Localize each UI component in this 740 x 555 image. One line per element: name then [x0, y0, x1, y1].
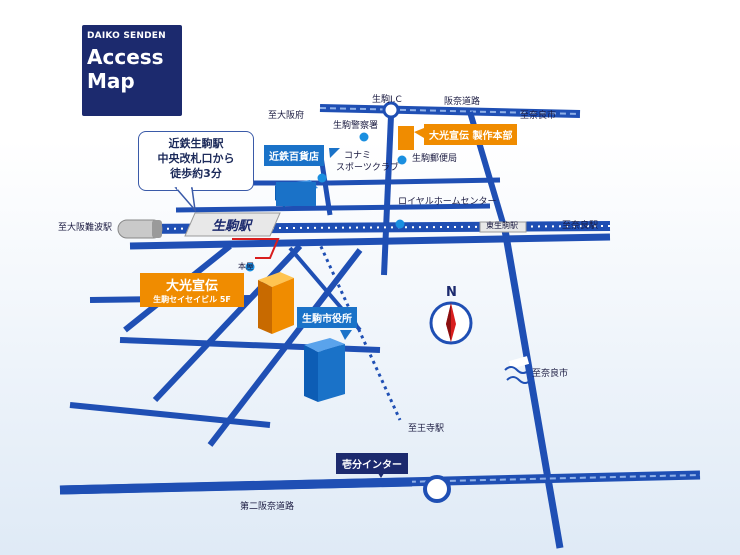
road-main-horizontal [129, 233, 611, 250]
label-daini-hannara: 第二阪奈道路 [240, 502, 295, 512]
ichibu-ic-sign: 壱分インター [336, 453, 408, 474]
ikoma-station-platform [184, 212, 281, 237]
label-to-osaka-namba: 至大阪難波駅 [58, 223, 113, 233]
landmark-dot-icon [245, 132, 407, 272]
daiko-main-sign: 大光宣伝 生駒セイセイビル 5F [140, 273, 244, 307]
higashi-ikoma-platform [479, 221, 527, 233]
label-hannara-road: 阪奈道路 [444, 97, 481, 107]
ikoma-station-label: 生駒駅 [212, 219, 252, 234]
label-north: N [446, 285, 457, 300]
title-map: Map [87, 69, 135, 93]
label-higashi-ikoma: 東生駒駅 [486, 221, 518, 230]
ic-interchange-icon [423, 475, 451, 503]
daiko-hq-sign: 大光宣伝 製作本部 [424, 124, 518, 145]
label-ikoma-ic: 生駒I.C [372, 95, 402, 105]
city-hall-building [304, 338, 345, 402]
callout-line-1: 近鉄生駒駅 [168, 137, 224, 150]
label-honten: 本屋 [238, 262, 254, 271]
label-to-oji: 至王寺駅 [408, 424, 445, 434]
callout-line-2: 中央改札口から [157, 152, 235, 165]
title-access: Access [87, 45, 164, 69]
label-to-nara-station: 至奈良駅 [562, 221, 599, 231]
compass-icon [429, 301, 473, 345]
ikoma-ic-icon [382, 101, 400, 119]
brand-name: DAIKO SENDEN [87, 31, 166, 41]
label-to-nara-shi-right: 至奈良市 [532, 369, 569, 379]
road-ic-south [381, 115, 394, 276]
callout-line-3: 徒歩約3分 [170, 167, 222, 180]
city-hall-sign: 生駒市役所 [297, 307, 357, 328]
daiko-main-sub: 生駒セイセイビル 5F [153, 295, 231, 304]
road-upper-east [329, 177, 501, 186]
hanna-road [319, 104, 581, 118]
title-box: DAIKO SENDEN Access Map [82, 25, 182, 116]
walking-route [232, 238, 280, 259]
label-royal-home: ロイヤルホームセンター [398, 197, 497, 207]
road-mid [175, 203, 491, 213]
label-ikoma-post: 生駒郵便局 [412, 154, 458, 164]
daiko-main-title: 大光宣伝 [165, 279, 218, 294]
label-ikoma-police: 生駒警察署 [333, 121, 379, 131]
label-konami-2: スポーツクラブ [336, 163, 399, 173]
station-callout: 近鉄生駒駅 中央改札口から 徒歩約3分 [138, 131, 254, 191]
label-konami-1: コナミ [344, 151, 372, 161]
road-east-b [501, 229, 564, 549]
train-icon [117, 219, 163, 239]
kintetsu-dept-sign: 近鉄百貨店 [264, 145, 324, 166]
ikoma-line-railway [316, 239, 402, 421]
daiko-main-building [258, 272, 294, 334]
label-to-nara-shi-top: 至奈良市 [520, 111, 557, 121]
label-to-osaka-fu: 至大阪府 [268, 111, 305, 121]
daiko-hq-building [398, 126, 414, 150]
daini-hannara-road [59, 470, 701, 495]
kintetsu-dept-building [275, 180, 318, 208]
